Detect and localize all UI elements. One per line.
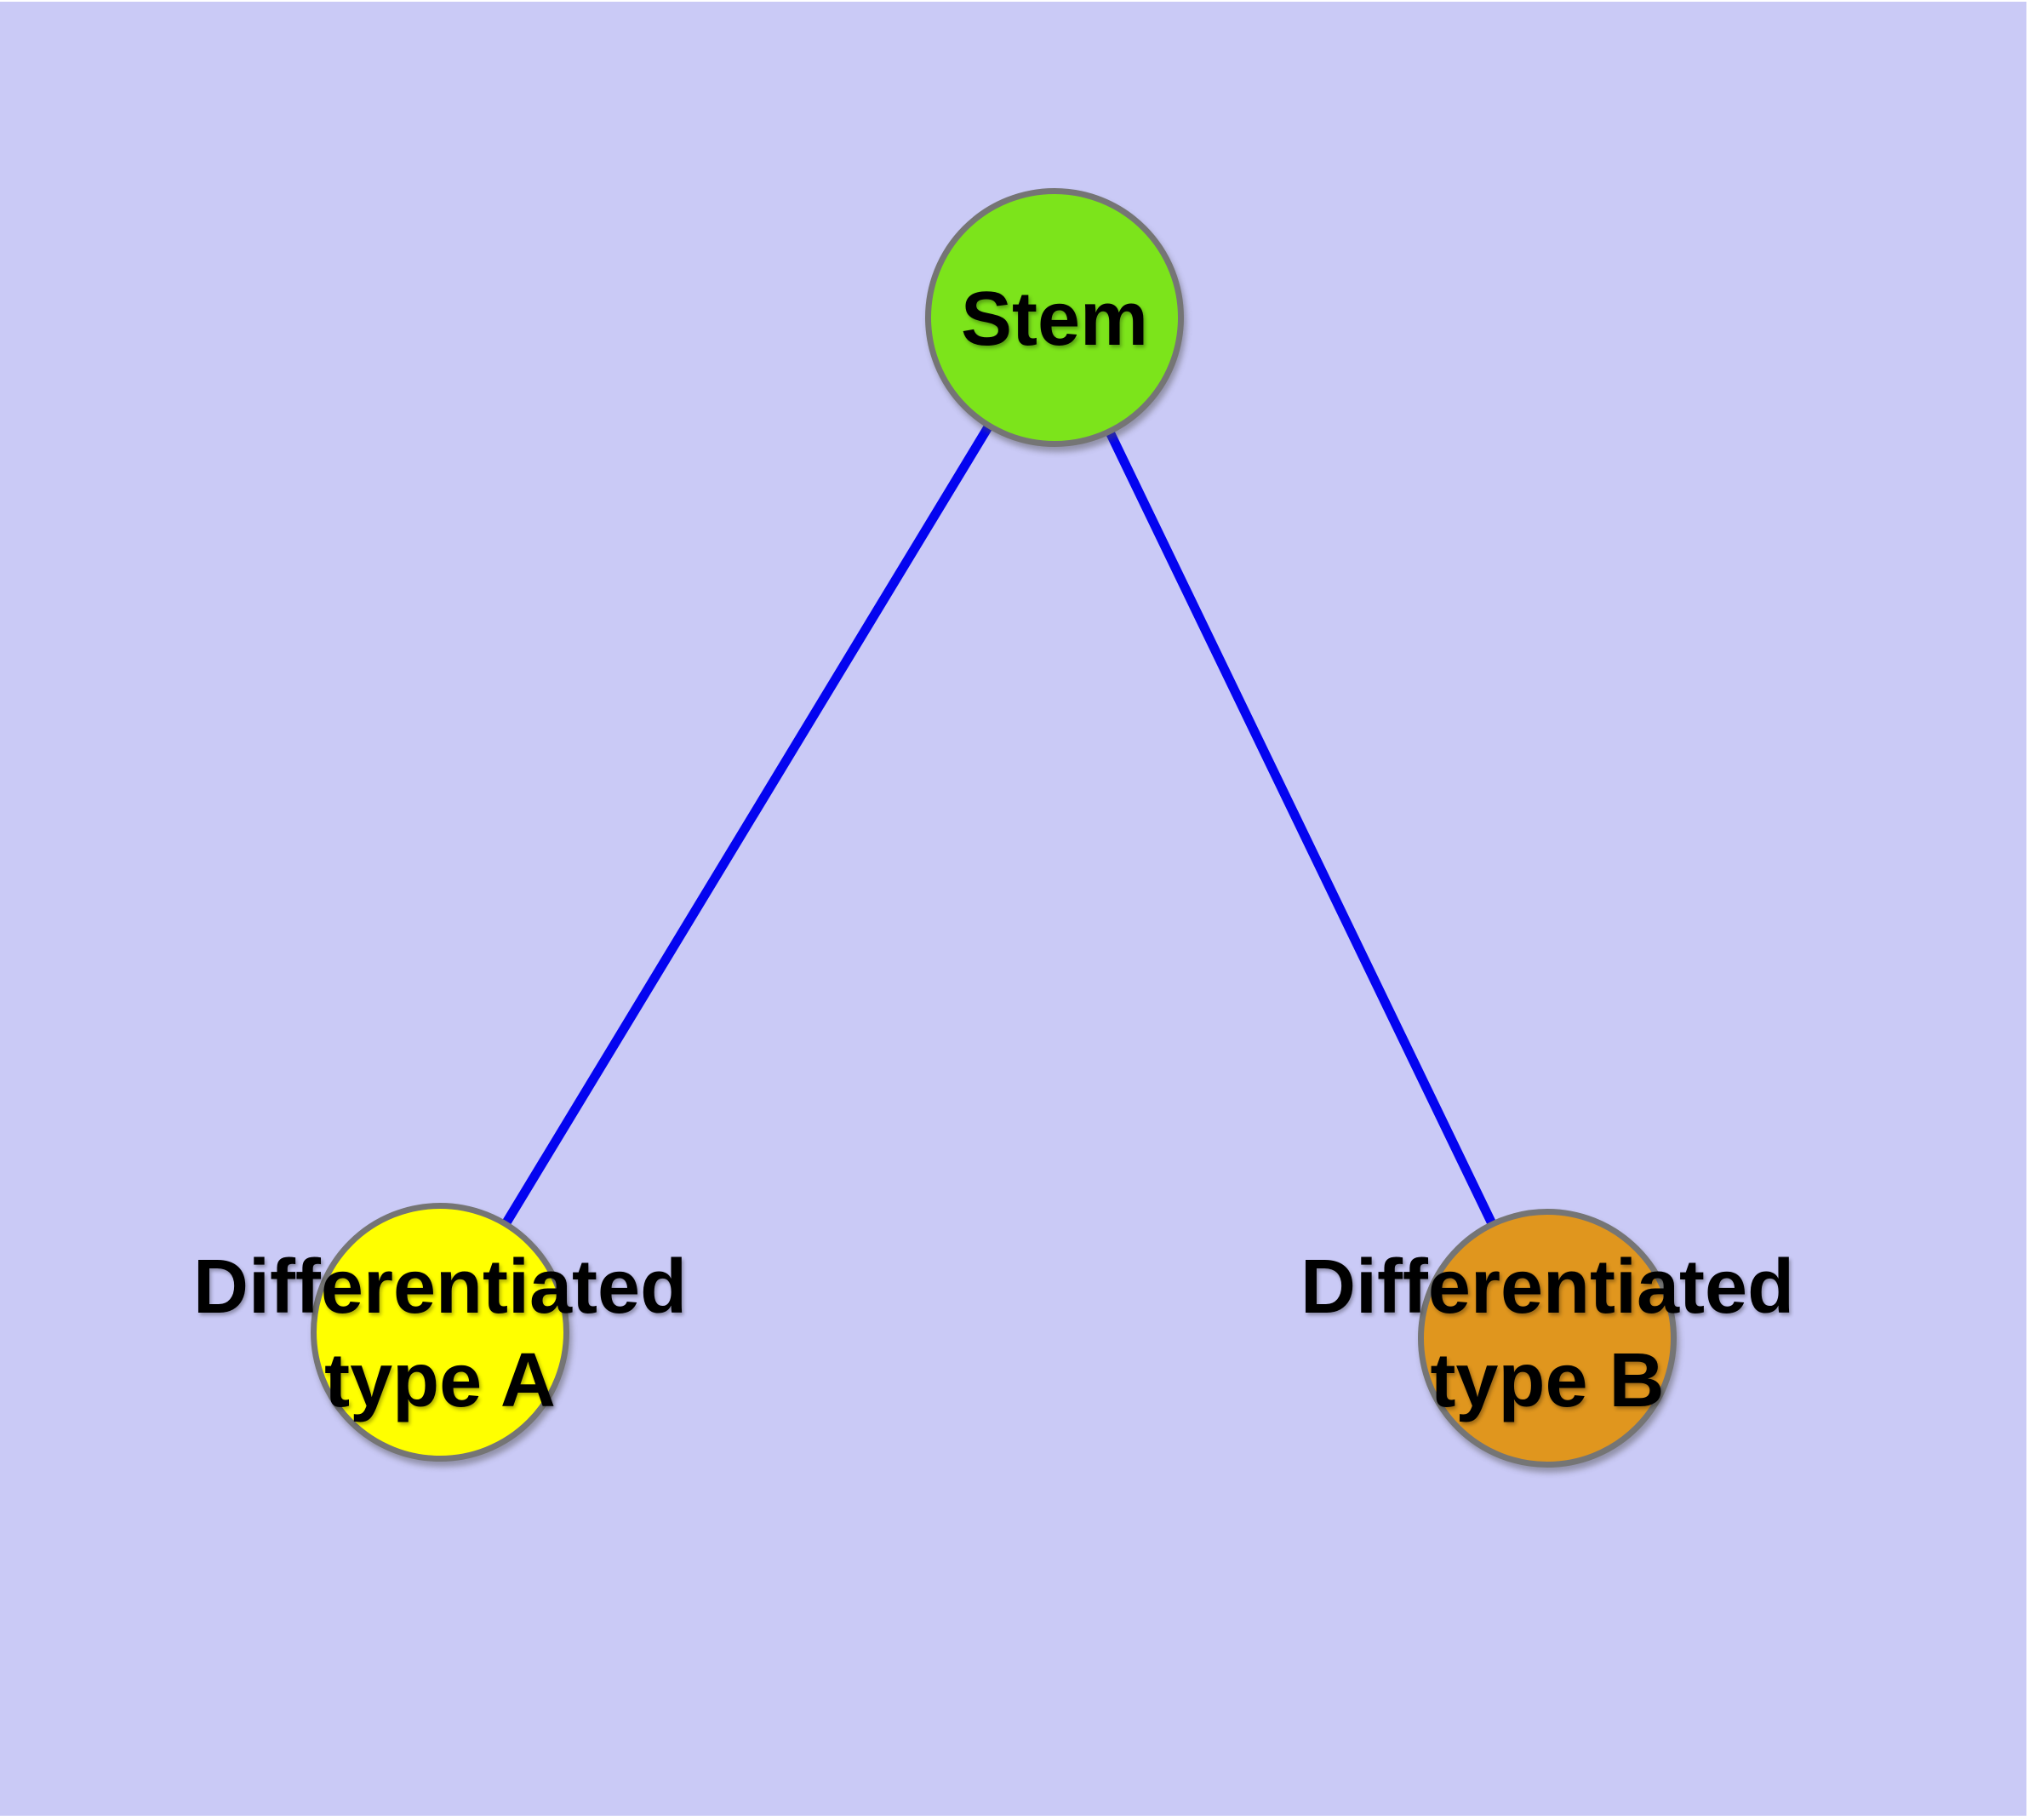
node-differentiated-type-b-label: Differentiated type B <box>1300 1245 1795 1423</box>
node-differentiated-type-b <box>1418 1209 1677 1468</box>
edge-stem-to-type-a <box>436 315 1059 1335</box>
node-stem-label: Stem <box>960 277 1149 363</box>
node-stem <box>925 188 1184 447</box>
node-differentiated-type-a-label: Differentiated type A <box>192 1245 688 1423</box>
edge-stem-to-type-b <box>1050 315 1552 1341</box>
node-differentiated-type-a <box>311 1203 569 1462</box>
